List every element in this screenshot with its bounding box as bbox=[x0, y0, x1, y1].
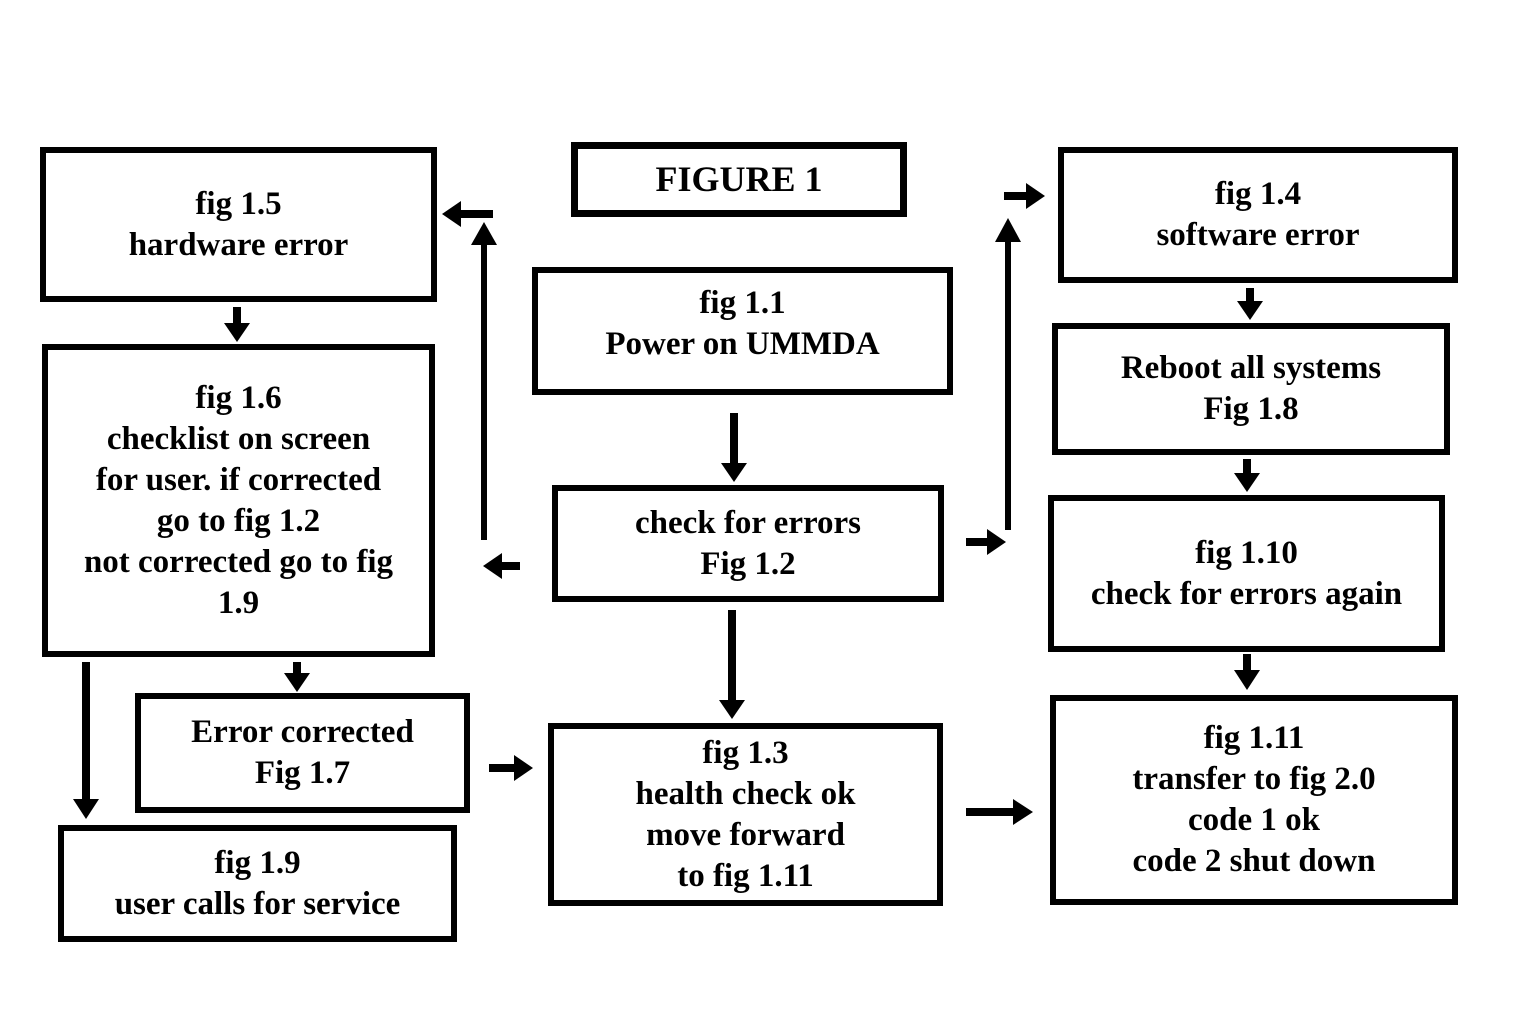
arrow-fig16-to-fig19 bbox=[73, 662, 99, 819]
node-text-line: Fig 1.7 bbox=[254, 755, 351, 791]
node-text-line: 1.9 bbox=[217, 584, 260, 621]
node-text-line: user calls for service bbox=[114, 885, 401, 922]
node-figure-title: FIGURE 1 bbox=[571, 142, 907, 217]
arrow-right-riser-up bbox=[995, 218, 1021, 530]
node-text-line: code 2 shut down bbox=[1132, 843, 1376, 879]
arrow-fig17-to-fig13 bbox=[489, 755, 533, 781]
arrow-fig13-to-fig111 bbox=[966, 799, 1033, 825]
node-text-line: hardware error bbox=[128, 226, 349, 263]
node-fig-1-9: fig 1.9 user calls for service bbox=[58, 825, 457, 942]
node-fig-1-6: fig 1.6 checklist on screen for user. if… bbox=[42, 344, 435, 657]
node-text-line: health check ok bbox=[635, 775, 856, 812]
node-text-line: fig 1.1 bbox=[699, 285, 786, 321]
node-text-line: transfer to fig 2.0 bbox=[1132, 761, 1376, 797]
node-text-line: fig 1.6 bbox=[195, 379, 282, 416]
node-text-line: for user. if corrected bbox=[95, 461, 382, 498]
node-fig-1-5: fig 1.5 hardware error bbox=[40, 147, 437, 302]
node-text-line: fig 1.11 bbox=[1203, 720, 1305, 756]
node-text-line: move forward bbox=[646, 816, 845, 853]
arrow-fig18-to-fig110 bbox=[1234, 459, 1260, 492]
arrow-fig15-to-fig16 bbox=[224, 307, 250, 342]
node-text-line: fig 1.3 bbox=[702, 734, 789, 771]
arrow-fig12-right-exit bbox=[966, 529, 1006, 555]
arrow-fig11-to-fig12 bbox=[721, 413, 747, 482]
arrow-fig110-to-fig111 bbox=[1234, 654, 1260, 690]
arrow-left-riser-up bbox=[471, 222, 497, 540]
node-text-line: not corrected go to fig bbox=[83, 543, 394, 580]
node-text-line: fig 1.9 bbox=[214, 844, 301, 881]
arrow-fig12-left-exit bbox=[483, 553, 520, 579]
node-text-line: check for errors again bbox=[1090, 575, 1403, 612]
node-text-line: Error corrected bbox=[191, 714, 414, 750]
node-fig-1-1: fig 1.1 Power on UMMDA bbox=[532, 267, 953, 395]
arrow-fig16-to-fig17 bbox=[284, 662, 310, 692]
node-fig-1-8: Reboot all systems Fig 1.8 bbox=[1052, 323, 1450, 455]
arrow-fig12-to-fig13 bbox=[719, 610, 745, 719]
node-fig-1-2: check for errors Fig 1.2 bbox=[552, 485, 944, 602]
node-text-line: Reboot all systems bbox=[1120, 350, 1382, 386]
node-fig-1-11: fig 1.11 transfer to fig 2.0 code 1 ok c… bbox=[1050, 695, 1458, 905]
arrow-into-fig15 bbox=[442, 201, 493, 227]
node-text-line: check for errors bbox=[634, 504, 862, 541]
node-fig-1-3: fig 1.3 health check ok move forward to … bbox=[548, 723, 943, 906]
node-text-line: to fig 1.11 bbox=[677, 857, 814, 894]
node-text-line: fig 1.4 bbox=[1214, 176, 1302, 212]
node-text-line: software error bbox=[1156, 217, 1360, 253]
node-fig-1-7: Error corrected Fig 1.7 bbox=[135, 693, 470, 813]
node-text-line: Fig 1.8 bbox=[1203, 391, 1299, 427]
node-fig-1-10: fig 1.10 check for errors again bbox=[1048, 495, 1445, 652]
node-text-line: Power on UMMDA bbox=[605, 326, 880, 362]
node-fig-1-4: fig 1.4 software error bbox=[1058, 147, 1458, 283]
node-text-line: Fig 1.2 bbox=[700, 545, 796, 582]
arrow-fig14-to-fig18 bbox=[1237, 288, 1263, 320]
node-text-line: checklist on screen bbox=[106, 420, 371, 457]
node-text-line: fig 1.5 bbox=[195, 185, 282, 222]
node-text-line: fig 1.10 bbox=[1195, 534, 1298, 571]
arrow-into-fig14 bbox=[1004, 183, 1045, 209]
node-text-line: go to fig 1.2 bbox=[156, 502, 321, 539]
figure-title-text: FIGURE 1 bbox=[655, 159, 823, 199]
node-text-line: code 1 ok bbox=[1188, 802, 1320, 838]
